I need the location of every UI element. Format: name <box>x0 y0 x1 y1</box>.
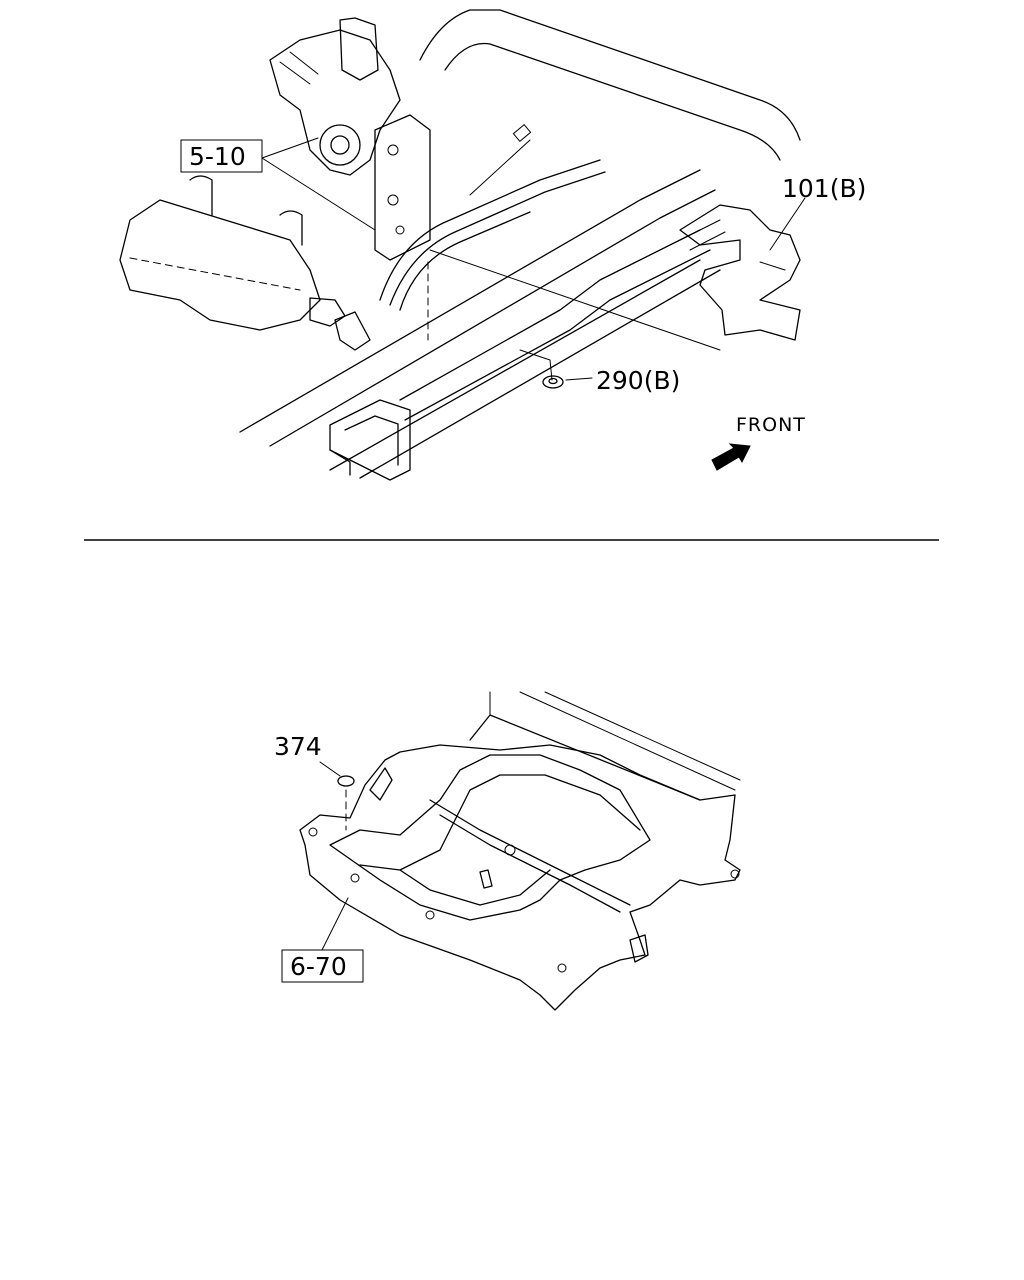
callout-part-374: 374 <box>274 732 322 761</box>
front-direction-label: FRONT <box>736 414 806 436</box>
callout-part-101b: 101(B) <box>782 174 866 203</box>
callout-ref-6-70: 6-70 <box>281 949 364 983</box>
callout-ref-6-70-text: 6-70 <box>290 952 347 981</box>
washer-374-icon <box>337 775 355 787</box>
callout-ref-5-10-text: 5-10 <box>189 142 246 171</box>
front-arrow-icon <box>711 443 751 471</box>
callout-ref-5-10: 5-10 <box>180 139 263 173</box>
top-assembly-illustration <box>119 9 806 481</box>
bottom-assembly-illustration <box>299 691 741 1011</box>
callout-part-290b: 290(B) <box>596 366 680 395</box>
nut-290b-icon <box>542 375 564 389</box>
